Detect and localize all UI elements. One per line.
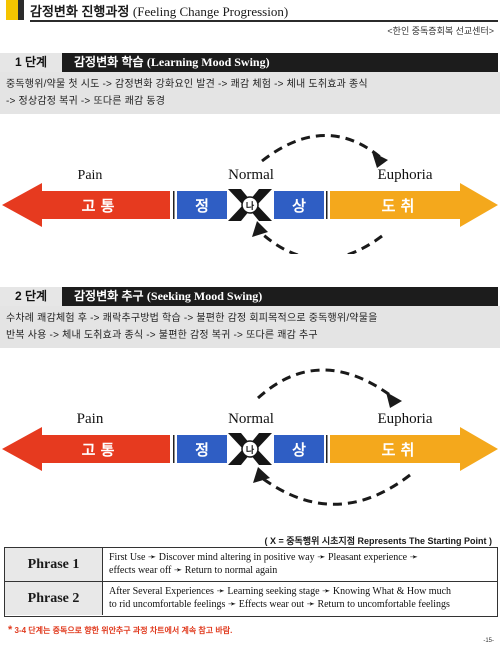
self-circle-marker [241, 440, 259, 458]
stage2-title: 감정변화 추구 (Seeking Mood Swing) [74, 287, 262, 306]
normal-left-divider [173, 435, 175, 463]
pain-korean-label: 고 통 [82, 441, 115, 459]
upper-cycle-arc [261, 134, 381, 163]
stage2-title-english: (Seeking Mood Swing) [146, 289, 263, 303]
phrase-table: Phrase 1 First Use ➛ Discover mind alter… [4, 547, 498, 617]
stage1-description-line2: -> 정상감정 복귀 -> 또다른 쾌감 동경 [6, 96, 166, 107]
stage1-tab: 1 단계 [0, 53, 65, 72]
euphoria-label: Euphoria [378, 167, 433, 183]
organization-name: <한인 중독증회복 선교센터> [387, 26, 494, 36]
normal-right-divider [326, 191, 328, 219]
pain-arrow [2, 427, 170, 471]
page-number: -15- [483, 638, 494, 644]
upper-arc-arrowhead [372, 152, 388, 168]
page-title: 감정변화 진행과정 (Feeling Change Progression) [30, 1, 288, 20]
stage1-header: 1 단계 감정변화 학습 (Learning Mood Swing) [0, 53, 498, 72]
stage1-diagram: 나 Pain Normal Euphoria 고 통 정 상 도 취 [0, 124, 500, 261]
stage2-header: 2 단계 감정변화 추구 (Seeking Mood Swing) [0, 287, 498, 306]
stage2-diagram: 나 Pain Normal Euphoria 고 통 정 상 도 취 [0, 360, 500, 506]
euphoria-arrow [330, 183, 498, 227]
header-rule [30, 20, 498, 22]
page-title-english: (Feeling Change Progression) [132, 4, 289, 19]
phrase2-description-line1: After Several Experiences ➛ Learning see… [109, 586, 452, 597]
stage1-description-line1: 중독행위/약물 첫 시도 -> 감정변화 강화요인 발견 -> 쾌감 체험 ->… [6, 79, 368, 90]
euphoria-label: Euphoria [378, 411, 433, 427]
self-marker-label: 나 [246, 200, 255, 212]
normal-label: Normal [228, 167, 274, 183]
lower-cycle-arc [258, 230, 383, 261]
page-title-korean: 감정변화 진행과정 [30, 4, 130, 19]
phrase1-row: Phrase 1 First Use ➛ Discover mind alter… [5, 548, 497, 582]
euphoria-arrow [330, 427, 498, 471]
footnote-text: 3-4 단계는 중독으로 향한 위안추구 과정 차트에서 계속 참고 바람. [14, 626, 233, 635]
upper-arc-arrowhead [386, 392, 402, 408]
normal-right-divider [326, 435, 328, 463]
pain-arrow [2, 183, 170, 227]
pain-korean-label: 고 통 [82, 197, 115, 215]
phrase2-description-line2: to rid uncomfortable feelings ➛ Effects … [109, 599, 450, 610]
normal-korean-right: 상 [292, 197, 306, 215]
stage1-title: 감정변화 학습 (Learning Mood Swing) [74, 53, 270, 72]
normal-korean-left: 정 [195, 197, 209, 215]
euphoria-korean-label: 도 취 [382, 197, 415, 215]
normal-block-left [177, 435, 227, 463]
phrase2-row: Phrase 2 After Several Experiences ➛ Lea… [5, 582, 497, 615]
normal-label: Normal [228, 411, 274, 427]
lower-arc-arrowhead [252, 221, 268, 237]
lower-arc-arrowhead [253, 467, 270, 483]
normal-block-left [177, 191, 227, 219]
pain-label: Pain [78, 168, 103, 183]
self-circle-marker [241, 196, 259, 214]
stage2-description-line1: 수차례 쾌감체험 후 -> 쾌락추구방법 학습 -> 불편한 감정 회피목적으로… [6, 313, 378, 324]
stage2-diagram-svg: 나 Pain Normal Euphoria 고 통 정 상 도 취 [2, 368, 498, 506]
footnote: * 3-4 단계는 중독으로 향한 위안추구 과정 차트에서 계속 참고 바람. [8, 624, 232, 636]
stage1-title-english: (Learning Mood Swing) [146, 55, 270, 69]
normal-block-right [274, 191, 324, 219]
euphoria-korean-label: 도 취 [382, 441, 415, 459]
normal-block-right [274, 435, 324, 463]
phrase2-name: Phrase 2 [5, 582, 103, 615]
pain-label: Pain [77, 411, 104, 427]
stage2-description-line2: 반복 사용 -> 체내 도취효과 종식 -> 불편한 감정 복귀 -> 또다른 … [6, 330, 318, 341]
lower-cycle-arc [261, 473, 411, 506]
phrase2-description: After Several Experiences ➛ Learning see… [109, 585, 495, 611]
footnote-star: * [8, 624, 13, 636]
phrase1-description: First Use ➛ Discover mind altering in po… [109, 551, 495, 577]
stage2-tab: 2 단계 [0, 287, 65, 306]
stage1-title-korean: 감정변화 학습 [74, 55, 144, 69]
self-marker-label: 나 [246, 444, 255, 456]
phrase1-description-line1: First Use ➛ Discover mind altering in po… [109, 552, 418, 563]
starting-point-legend: ( X = 중독행위 시초지점 Represents The Starting … [264, 536, 492, 546]
upper-cycle-arc [256, 368, 395, 400]
header-accent-block [6, 0, 18, 20]
stage1-description: 중독행위/약물 첫 시도 -> 감정변화 강화요인 발견 -> 쾌감 체험 ->… [0, 72, 500, 114]
normal-korean-right: 상 [292, 441, 306, 459]
stage2-description: 수차례 쾌감체험 후 -> 쾌락추구방법 학습 -> 불편한 감정 회피목적으로… [0, 306, 500, 348]
phrase1-name: Phrase 1 [5, 548, 103, 581]
normal-korean-left: 정 [195, 441, 209, 459]
header-dark-block [18, 0, 24, 20]
normal-left-divider [173, 191, 175, 219]
phrase1-description-line2: effects wear off ➛ Return to normal agai… [109, 565, 278, 576]
stage2-title-korean: 감정변화 추구 [74, 289, 144, 303]
stage1-diagram-svg: 나 Pain Normal Euphoria 고 통 정 상 도 취 [2, 134, 498, 261]
